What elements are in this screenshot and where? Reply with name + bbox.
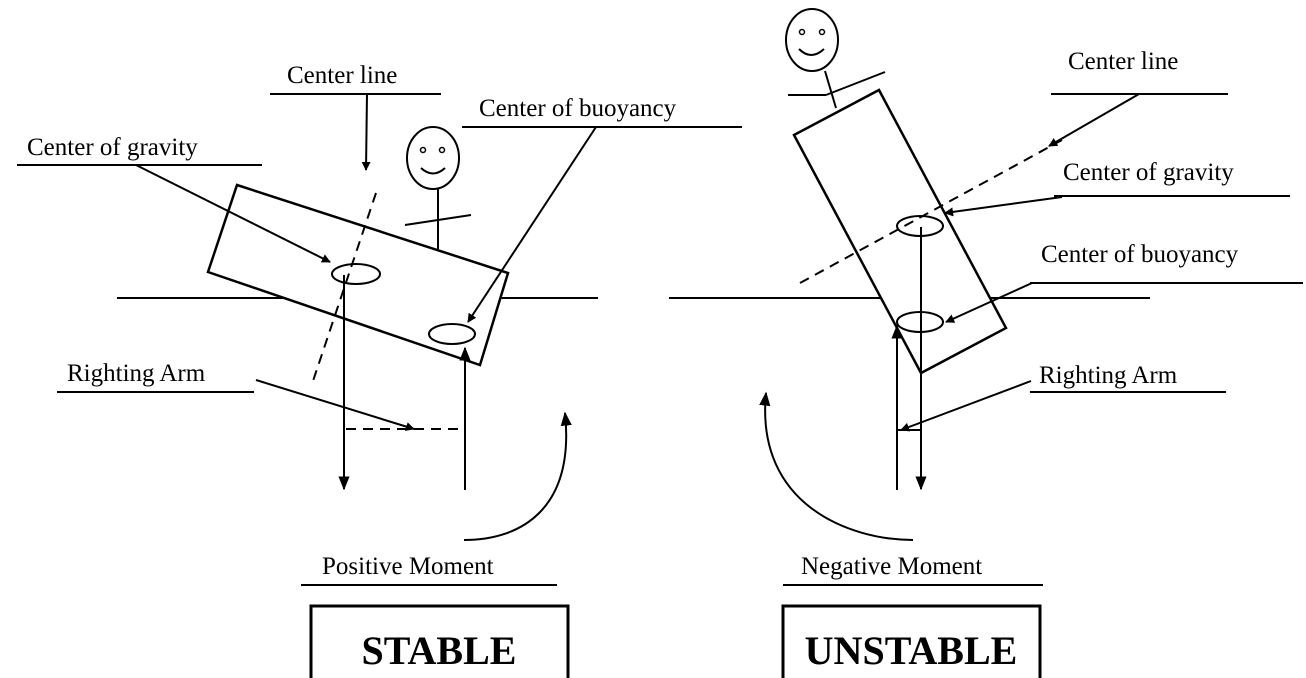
leader-center-of-buoyancy-left <box>467 126 597 323</box>
negative-moment-arrow <box>759 391 914 541</box>
leader-center-line-left <box>361 93 371 171</box>
label-positive-moment: Positive Moment <box>322 553 494 580</box>
label-righting-arm-left: Righting Arm <box>67 360 206 387</box>
floating-body-left <box>206 183 510 367</box>
leader-center-of-buoyancy-right <box>945 282 1033 323</box>
label-stable: STABLE <box>362 628 517 673</box>
figure-head <box>406 126 460 190</box>
stable-panel: Center line Center of buoyancy Center of… <box>17 62 742 678</box>
leader-center-line-right <box>1048 93 1140 147</box>
leader-righting-arm-right <box>900 380 1032 432</box>
label-center-of-gravity-left: Center of gravity <box>27 134 198 161</box>
label-negative-moment: Negative Moment <box>801 553 982 580</box>
label-righting-arm-right: Righting Arm <box>1039 362 1178 389</box>
unstable-box <box>781 604 1042 678</box>
leader-center-of-gravity-right <box>944 196 1063 217</box>
label-center-of-buoyancy-left: Center of buoyancy <box>479 95 677 122</box>
center-of-buoyancy-marker-left <box>428 323 476 345</box>
stick-figure-right <box>785 8 886 109</box>
leader-righting-arm-left <box>255 379 415 431</box>
stick-figure-left <box>404 126 472 249</box>
leader-center-of-gravity-left <box>135 164 331 263</box>
label-unstable: UNSTABLE <box>805 628 1018 673</box>
label-center-line-left: Center line <box>287 62 397 89</box>
unstable-panel: Center line Center of gravity Center of … <box>669 8 1303 678</box>
positive-moment-arrow <box>463 411 572 541</box>
label-center-line-right: Center line <box>1068 48 1178 75</box>
figure-head <box>785 8 839 72</box>
label-center-of-gravity-right: Center of gravity <box>1063 159 1234 186</box>
label-center-of-buoyancy-right: Center of buoyancy <box>1041 241 1239 268</box>
center-of-gravity-marker-left <box>331 263 381 285</box>
stable-box <box>309 604 570 678</box>
